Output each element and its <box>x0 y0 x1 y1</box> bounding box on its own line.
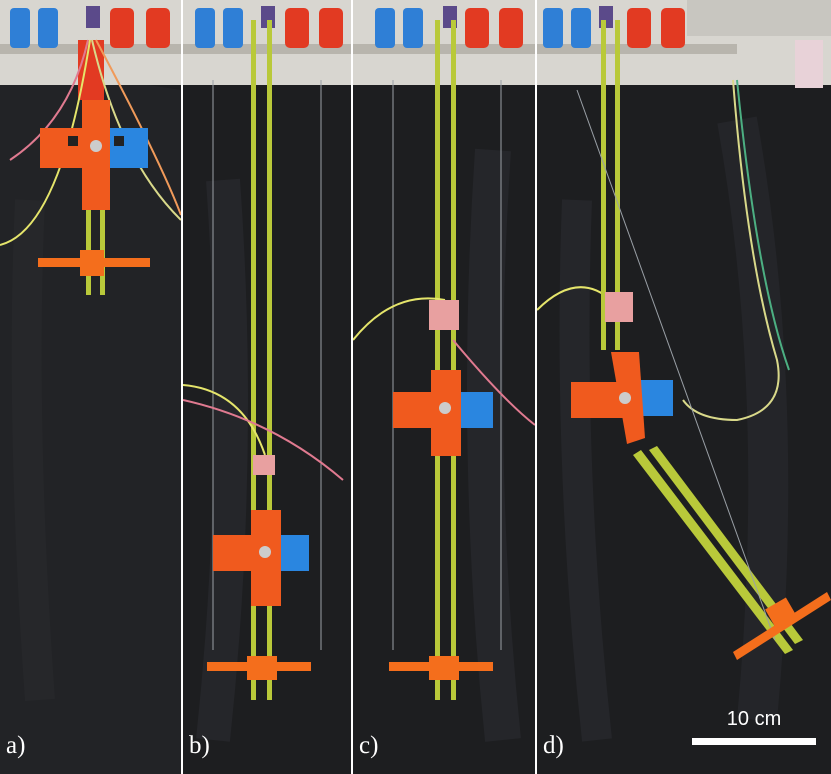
panel-label-b: b) <box>189 732 210 759</box>
scale-bar-label: 10 cm <box>726 708 782 730</box>
panel-label-c: c) <box>359 732 379 759</box>
panel-c-photo <box>353 0 535 774</box>
panel-b-photo <box>183 0 351 774</box>
panel-label-a: a) <box>6 732 26 759</box>
panel-d: d) <box>537 0 831 774</box>
panel-a-photo <box>0 0 181 774</box>
panel-d-photo <box>537 0 831 774</box>
scale-bar: 10 cm <box>692 708 816 748</box>
panel-a: a) <box>0 0 181 774</box>
panel-c: c) <box>353 0 535 774</box>
panel-label-d: d) <box>543 732 564 759</box>
panel-b: b) <box>183 0 351 774</box>
scale-bar-line <box>692 738 816 745</box>
